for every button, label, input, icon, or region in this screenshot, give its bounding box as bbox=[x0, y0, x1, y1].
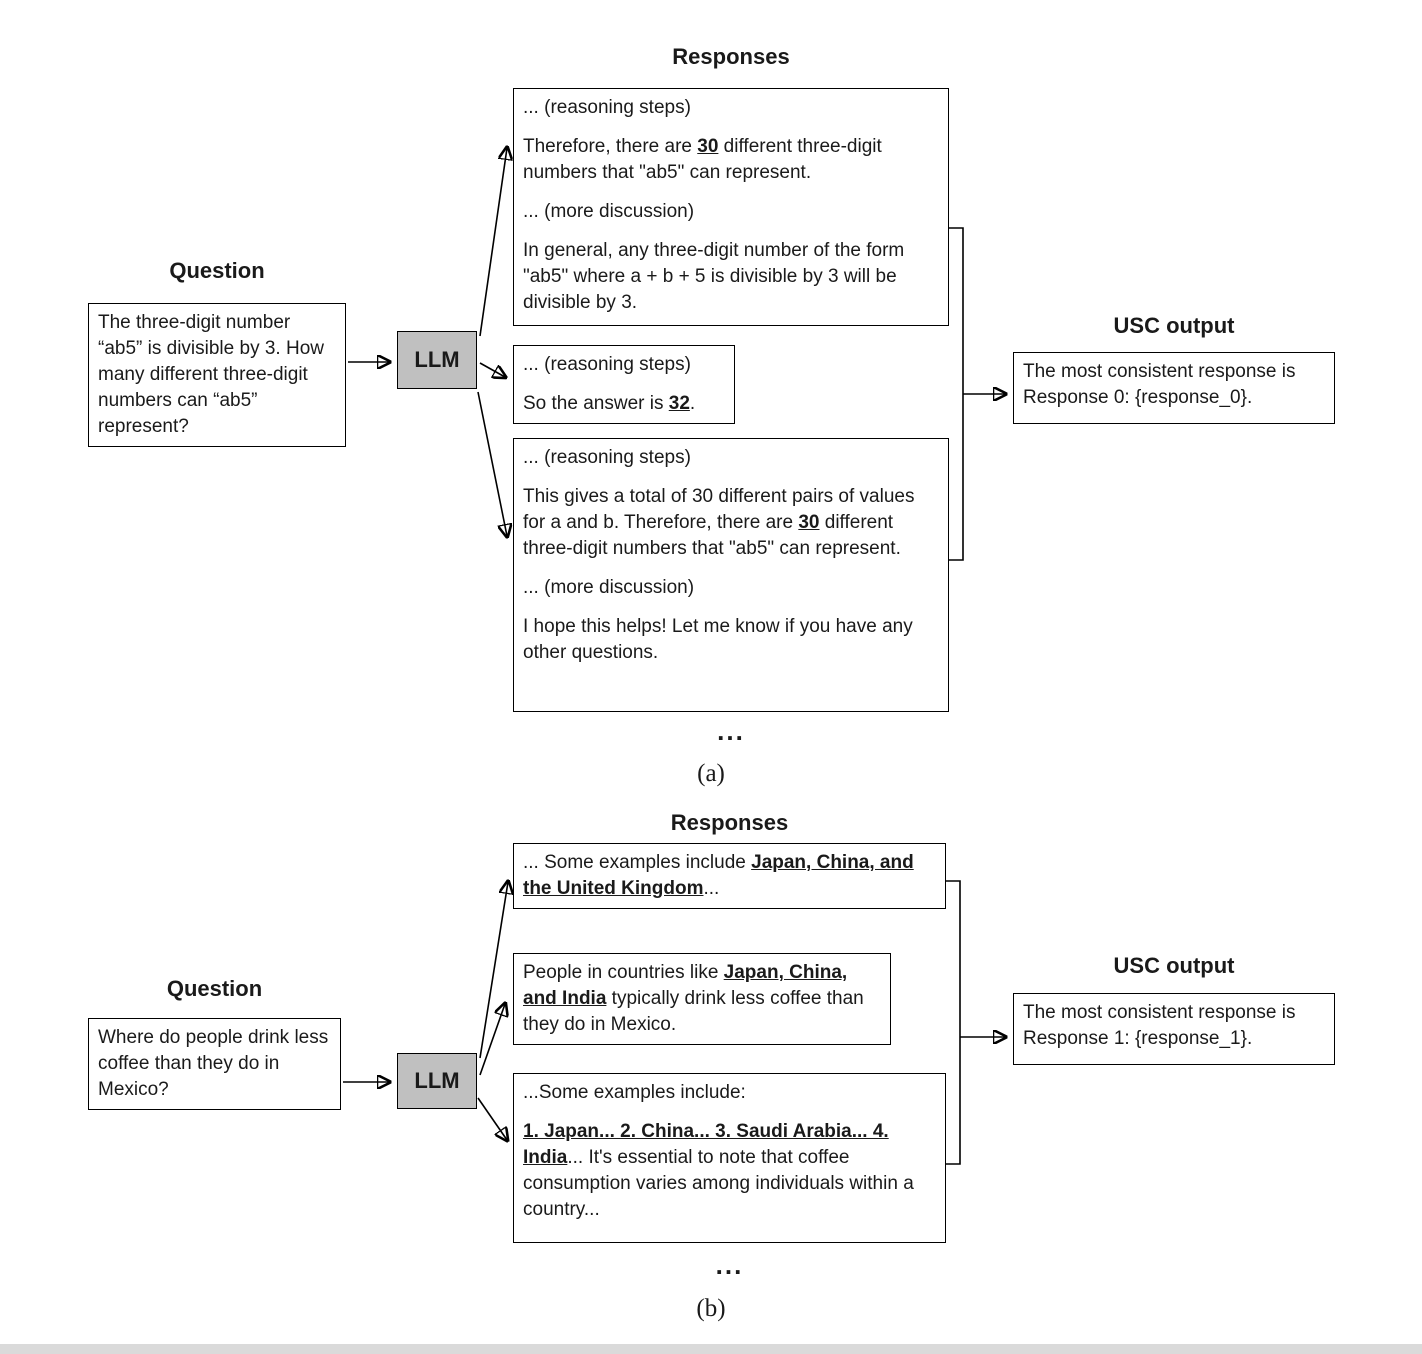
usc-output-box: The most consistent response is Response… bbox=[1013, 993, 1335, 1065]
arrow-llm-to-response-1 bbox=[479, 148, 507, 337]
response-box: ...Some examples include:1. Japan... 2. … bbox=[513, 1073, 946, 1243]
arrow-llm-to-response-1 bbox=[479, 882, 508, 1059]
response-box: People in countries like Japan, China, a… bbox=[513, 953, 891, 1045]
response-box: ... (reasoning steps)This gives a total … bbox=[513, 438, 949, 712]
bracket-responses bbox=[949, 227, 964, 561]
subfigure-caption-b: (b) bbox=[696, 1295, 726, 1322]
llm-box: LLM bbox=[397, 1053, 477, 1109]
page-edge-strip bbox=[0, 1344, 1422, 1354]
question-heading: Question bbox=[166, 976, 263, 1001]
usc-output-heading: USC output bbox=[1113, 953, 1235, 978]
response-text: People in countries like Japan, China, a… bbox=[523, 962, 864, 1035]
question-text: The three-digit number “ab5” is divisibl… bbox=[98, 312, 324, 437]
response-box: ... (reasoning steps)So the answer is 32… bbox=[513, 345, 735, 424]
responses-heading: Responses bbox=[670, 810, 789, 835]
question-box: Where do people drink less coffee than t… bbox=[88, 1018, 341, 1110]
arrow-llm-to-response-3 bbox=[477, 391, 507, 536]
usc-output-heading: USC output bbox=[1113, 313, 1235, 338]
responses-heading: Responses bbox=[672, 44, 790, 69]
usc-output-text: The most consistent response is Response… bbox=[1023, 1002, 1296, 1049]
response-text: ... Some examples include Japan, China, … bbox=[523, 852, 914, 899]
arrow-llm-to-response-2 bbox=[479, 362, 505, 377]
response-text: ... (reasoning steps)So the answer is 32… bbox=[523, 354, 696, 414]
response-box: ... Some examples include Japan, China, … bbox=[513, 843, 946, 909]
bracket-responses bbox=[946, 880, 961, 1165]
usc-output-box: The most consistent response is Response… bbox=[1013, 352, 1335, 424]
response-text: ...Some examples include:1. Japan... 2. … bbox=[523, 1082, 914, 1220]
more-responses-indicator: ... bbox=[717, 716, 745, 746]
question-heading: Question bbox=[169, 258, 265, 283]
subfigure-caption-a: (a) bbox=[697, 760, 725, 787]
question-box: The three-digit number “ab5” is divisibl… bbox=[88, 303, 346, 447]
arrow-llm-to-response-2 bbox=[479, 1004, 505, 1076]
llm-box: LLM bbox=[397, 331, 477, 389]
response-box: ... (reasoning steps)Therefore, there ar… bbox=[513, 88, 949, 326]
more-responses-indicator: ... bbox=[715, 1250, 744, 1280]
question-text: Where do people drink less coffee than t… bbox=[98, 1027, 329, 1100]
arrow-llm-to-response-3 bbox=[477, 1097, 507, 1140]
usc-output-text: The most consistent response is Response… bbox=[1023, 361, 1296, 408]
response-text: ... (reasoning steps)Therefore, there ar… bbox=[523, 97, 905, 313]
response-text: ... (reasoning steps)This gives a total … bbox=[523, 447, 915, 663]
